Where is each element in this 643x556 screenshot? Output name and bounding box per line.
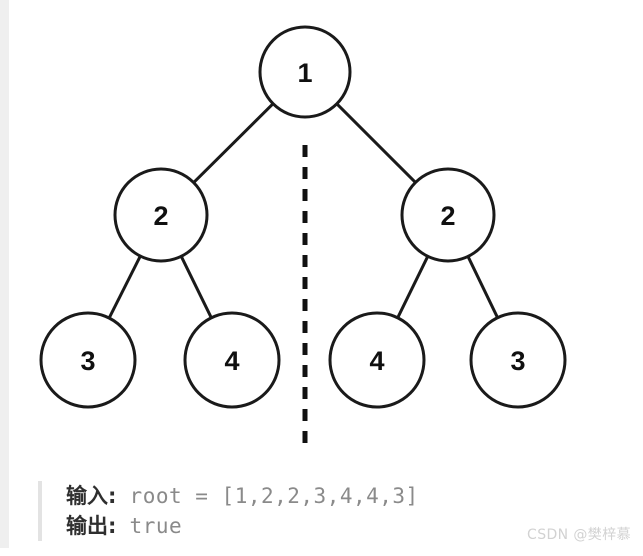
binary-tree-svg: 1 2 2 3 4 4 3 [39, 25, 567, 452]
node-circle-root [258, 25, 352, 119]
node-circle-rr [469, 311, 567, 409]
node-circle-ll [39, 311, 137, 409]
node-label-root: 1 [297, 58, 312, 88]
node-circle-lr [183, 311, 281, 409]
tree-node-l: 2 [113, 167, 209, 263]
output-value: true [116, 514, 183, 538]
input-label: 输入: [66, 484, 117, 508]
tree-node-lr: 4 [183, 311, 281, 409]
node-circle-r [400, 167, 496, 263]
node-label-lr: 4 [224, 346, 239, 376]
node-label-ll: 3 [80, 346, 95, 376]
tree-edge-root-l [192, 102, 275, 184]
example-input-line: 输入: root = [1,2,2,3,4,4,3] [66, 481, 419, 511]
left-edge-strip [0, 0, 9, 548]
tree-edges [107, 102, 499, 319]
tree-edge-root-r [335, 102, 417, 184]
tree-edge-l-lr [179, 255, 213, 319]
node-label-rr: 3 [510, 346, 525, 376]
tree-node-root: 1 [258, 25, 352, 119]
tree-nodes: 1 2 2 3 4 4 3 [39, 25, 567, 409]
tree-node-rl: 4 [328, 311, 426, 409]
output-label: 输出: [66, 514, 117, 538]
tree-node-rr: 3 [469, 311, 567, 409]
tree-node-ll: 3 [39, 311, 137, 409]
tree-edge-l-ll [107, 255, 142, 319]
node-label-rl: 4 [369, 346, 384, 376]
tree-figure: 1 2 2 3 4 4 3 [39, 25, 567, 452]
node-circle-rl [328, 311, 426, 409]
tree-edge-r-rr [466, 255, 499, 319]
input-value: root = [1,2,2,3,4,4,3] [116, 484, 419, 508]
example-output-line: 输出: true [66, 511, 419, 541]
tree-node-r: 2 [400, 167, 496, 263]
tree-edge-r-rl [396, 255, 430, 319]
node-label-r: 2 [440, 201, 455, 231]
node-circle-l [113, 167, 209, 263]
csdn-watermark: CSDN @樊梓慕 [527, 527, 631, 543]
example-block: 输入: root = [1,2,2,3,4,4,3] 输出: true [38, 481, 419, 541]
node-label-l: 2 [153, 201, 168, 231]
